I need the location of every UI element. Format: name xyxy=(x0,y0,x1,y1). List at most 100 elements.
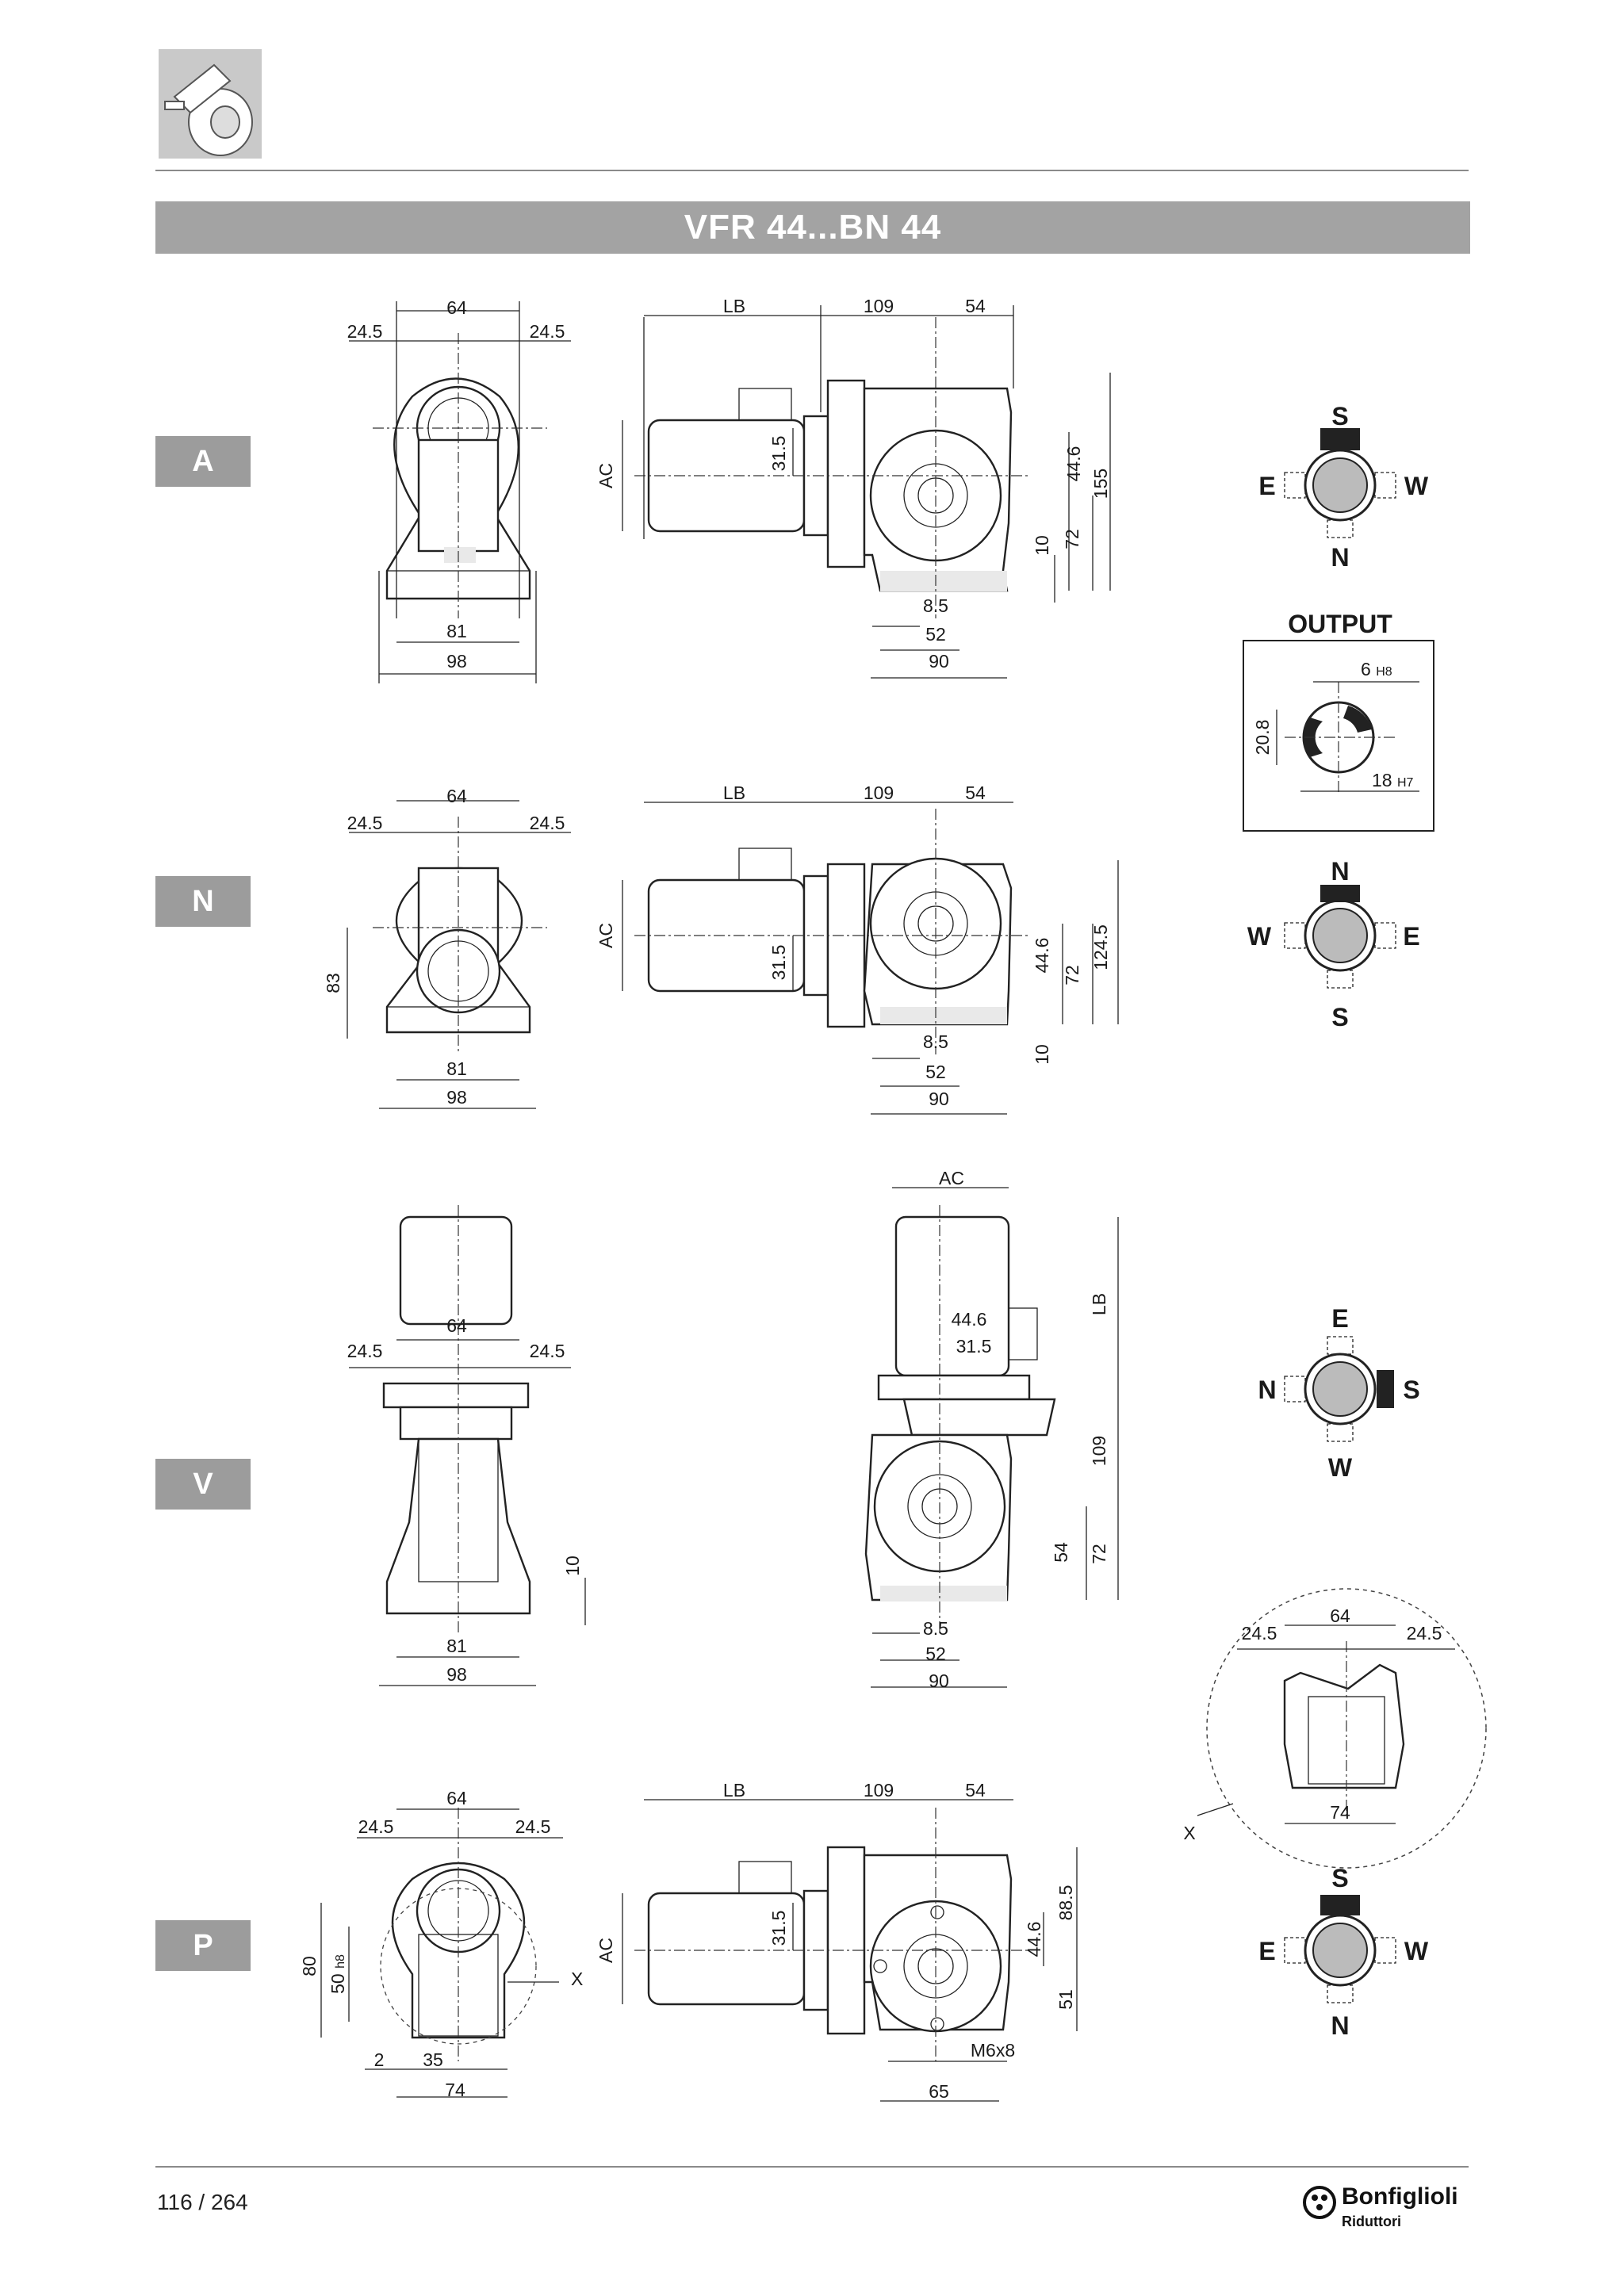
dim-n-90: 90 xyxy=(929,1089,949,1109)
output-shaft-detail xyxy=(1243,640,1434,832)
output-h7: H7 xyxy=(1397,776,1414,790)
dim-p-24-5-left: 24.5 xyxy=(358,1816,394,1837)
dim-p-50h8: 50 h8 xyxy=(327,1954,348,1994)
view-a-side xyxy=(622,305,1111,679)
dim-n-98: 98 xyxy=(446,1087,467,1108)
dim-31-5: 31.5 xyxy=(768,436,789,472)
dim-n-52: 52 xyxy=(925,1062,946,1082)
dim-n-81: 81 xyxy=(446,1058,467,1079)
detail-24-5-left: 24.5 xyxy=(1242,1623,1277,1644)
catalog-section-logo xyxy=(159,49,262,159)
compass-n-e: E xyxy=(1403,922,1419,951)
dim-v-ac: AC xyxy=(939,1168,964,1188)
dim-v-54: 54 xyxy=(1051,1542,1071,1563)
output-bore: 18 H7 xyxy=(1372,770,1414,790)
page-title: VFR 44...BN 44 xyxy=(155,201,1470,254)
dim-n-72: 72 xyxy=(1062,965,1082,985)
dim-p-109: 109 xyxy=(864,1780,894,1800)
view-a-front xyxy=(349,301,571,683)
dim-p-lb: LB xyxy=(723,1780,745,1800)
detail-24-5-right: 24.5 xyxy=(1407,1623,1442,1644)
dim-v-72: 72 xyxy=(1089,1544,1109,1564)
view-p-side xyxy=(622,1799,1078,2102)
dim-64: 64 xyxy=(446,297,467,318)
header-divider xyxy=(155,170,1469,171)
dim-n-31-5: 31.5 xyxy=(768,945,789,981)
compass-n-s: S xyxy=(1331,1003,1348,1031)
dim-v-64: 64 xyxy=(446,1315,467,1336)
detail-x-label: X xyxy=(1183,1823,1195,1843)
dim-v-81: 81 xyxy=(446,1636,467,1656)
compass-n xyxy=(1284,885,1396,989)
dim-p-80: 80 xyxy=(299,1956,320,1976)
gear-reducer-icon xyxy=(164,63,253,156)
dim-p-31-5: 31.5 xyxy=(768,1911,789,1946)
detail-64: 64 xyxy=(1330,1605,1350,1626)
dim-72: 72 xyxy=(1062,529,1082,549)
compass-a-s: S xyxy=(1331,402,1348,430)
dim-90: 90 xyxy=(929,651,949,672)
compass-n-n: N xyxy=(1331,857,1349,886)
dim-p-51: 51 xyxy=(1055,1989,1076,2010)
dim-p-54: 54 xyxy=(965,1780,986,1800)
mounting-badge-p: P xyxy=(155,1920,251,1971)
compass-a-n: N xyxy=(1331,543,1349,572)
compass-v-e: E xyxy=(1331,1304,1348,1333)
dim-54: 54 xyxy=(965,296,986,316)
brand-subtitle: Riduttori xyxy=(1342,2214,1401,2229)
dim-p-88-5: 88.5 xyxy=(1055,1885,1076,1921)
detail-x xyxy=(1197,1588,1487,1869)
dim-52: 52 xyxy=(925,624,946,645)
dim-v-24-5-left: 24.5 xyxy=(347,1341,383,1361)
compass-v-n: N xyxy=(1258,1376,1276,1404)
dim-155: 155 xyxy=(1090,469,1111,499)
compass-a xyxy=(1284,428,1396,538)
compass-a-w: W xyxy=(1404,472,1429,500)
dim-109: 109 xyxy=(864,296,894,316)
view-n-front xyxy=(347,800,571,1109)
detail-74: 74 xyxy=(1330,1802,1350,1823)
dim-p-24-5-right: 24.5 xyxy=(515,1816,551,1837)
dim-v-31-5: 31.5 xyxy=(956,1336,992,1357)
dim-98: 98 xyxy=(446,651,467,672)
dim-n-lb: LB xyxy=(723,783,745,803)
view-v-front xyxy=(349,1205,586,1686)
dim-v-8-5: 8.5 xyxy=(923,1618,948,1639)
view-v-side xyxy=(864,1187,1119,1688)
dim-p-64: 64 xyxy=(446,1788,467,1808)
output-20-8: 20.8 xyxy=(1252,720,1273,756)
dim-n-54: 54 xyxy=(965,783,986,803)
dim-p-h8: h8 xyxy=(334,1954,347,1969)
dim-24-5-left: 24.5 xyxy=(347,321,383,342)
mounting-badge-v: V xyxy=(155,1459,251,1510)
dim-p-50: 50 xyxy=(327,1973,348,1994)
dim-lb: LB xyxy=(723,296,745,316)
dim-n-124-5: 124.5 xyxy=(1090,924,1111,970)
dim-v-44-6: 44.6 xyxy=(952,1309,987,1330)
page-number: 116 / 264 xyxy=(157,2190,248,2214)
bonfiglioli-logo-icon xyxy=(1303,2186,1336,2219)
output-title: OUTPUT xyxy=(1288,610,1392,638)
dim-p-m6x8: M6x8 xyxy=(971,2040,1015,2061)
compass-p-w: W xyxy=(1404,1937,1429,1965)
dim-44-6: 44.6 xyxy=(1063,446,1084,482)
view-p-front xyxy=(320,1808,563,2098)
compass-v-s: S xyxy=(1403,1376,1419,1404)
dim-n-109: 109 xyxy=(864,783,894,803)
dim-8-5: 8.5 xyxy=(923,595,948,616)
compass-p-n: N xyxy=(1331,2011,1349,2040)
compass-p xyxy=(1284,1895,1396,2003)
dim-24-5-right: 24.5 xyxy=(530,321,565,342)
footer-divider xyxy=(155,2166,1469,2168)
dim-v-lb: LB xyxy=(1089,1293,1109,1315)
dim-p-44-6: 44.6 xyxy=(1024,1922,1044,1957)
dim-n-44-6: 44.6 xyxy=(1032,938,1052,974)
dim-n-24-5-right: 24.5 xyxy=(530,813,565,833)
dim-v-98: 98 xyxy=(446,1664,467,1685)
dim-n-64: 64 xyxy=(446,786,467,806)
dim-ac: AC xyxy=(596,463,616,488)
dim-v-52: 52 xyxy=(925,1644,946,1664)
dim-p-35: 35 xyxy=(423,2049,443,2070)
dim-p-65: 65 xyxy=(929,2081,949,2102)
